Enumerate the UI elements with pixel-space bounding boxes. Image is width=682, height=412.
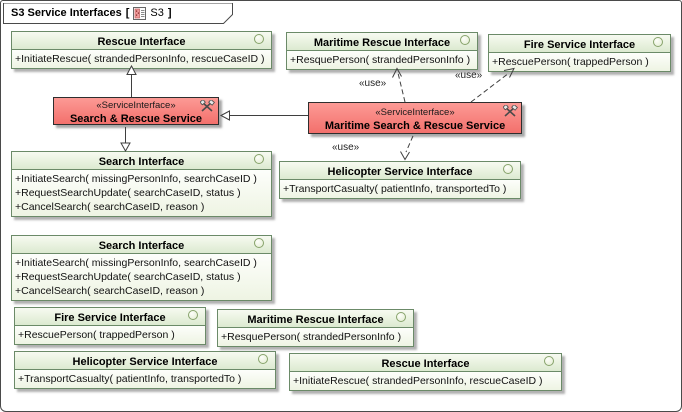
interface-title: Maritime Rescue Interface — [313, 37, 451, 49]
tab-outline — [3, 3, 233, 24]
operation: +TransportCasualty( patientInfo, transpo… — [18, 373, 242, 385]
interface-title: Fire Service Interface — [523, 39, 636, 51]
interface-box-search-1[interactable]: Search Interface +InitiateSearch( missin… — [11, 151, 272, 217]
interface-title: Helicopter Service Interface — [72, 356, 218, 368]
operation: +ResquePerson( strandedPersonInfo ) — [290, 54, 471, 66]
operation: +RequestSearchUpdate( searchCaseID, stat… — [15, 187, 241, 199]
interface-title: Fire Service Interface — [54, 312, 166, 324]
interface-ball-icon — [258, 354, 268, 364]
interface-ball-icon — [396, 312, 406, 322]
interface-ball-icon — [188, 310, 198, 320]
tools-icon — [503, 105, 518, 117]
interface-ball-icon — [653, 37, 663, 47]
tools-icon — [200, 100, 215, 112]
diagram-frame-tab[interactable]: S3 Service Interfaces [ S3 ] — [3, 3, 233, 24]
diagram-title: S3 Service Interfaces — [11, 7, 122, 19]
service-box-search-rescue[interactable]: «ServiceInterface» Search & Rescue Servi… — [53, 97, 219, 125]
operation: +CancelSearch( searchCaseID, reason ) — [15, 201, 205, 213]
interface-title: Maritime Rescue Interface — [247, 314, 384, 326]
operation: +InitiateRescue( strandedPersonInfo, res… — [293, 375, 543, 387]
service-name: Search & Rescue Service — [69, 113, 203, 125]
operation: +CancelSearch( searchCaseID, reason ) — [15, 285, 205, 297]
interface-box-fire-bottom[interactable]: Fire Service Interface +RescuePerson( tr… — [14, 307, 206, 345]
interface-box-rescue-bottom[interactable]: Rescue Interface +InitiateRescue( strand… — [289, 353, 562, 391]
diagram-abbreviation: S3 — [150, 7, 164, 19]
interface-title: Search Interface — [98, 240, 185, 252]
operation: +InitiateSearch( missingPersonInfo, sear… — [15, 257, 257, 269]
interface-box-rescue-top[interactable]: Rescue Interface +InitiateRescue( strand… — [11, 31, 272, 69]
operation: +InitiateSearch( missingPersonInfo, sear… — [15, 173, 257, 185]
interface-box-fire-top[interactable]: Fire Service Interface +RescuePerson( tr… — [488, 34, 671, 72]
interface-box-helicopter-mid[interactable]: Helicopter Service Interface +TransportC… — [279, 161, 521, 199]
use-dependency-label: «use» — [332, 142, 360, 153]
interface-ball-icon — [254, 154, 264, 164]
interface-title: Helicopter Service Interface — [327, 166, 473, 178]
tab-close-bracket: ] — [167, 7, 172, 19]
interface-title: Rescue Interface — [97, 36, 186, 48]
tab-open-bracket: [ — [125, 7, 130, 19]
use-dependency-label: «use» — [359, 78, 387, 89]
interface-title: Search Interface — [98, 156, 185, 168]
interface-box-search-2[interactable]: Search Interface +InitiateSearch( missin… — [11, 235, 272, 301]
interface-ball-icon — [254, 34, 264, 44]
interface-box-maritime-rescue-bottom[interactable]: Maritime Rescue Interface +ResquePerson(… — [217, 309, 414, 347]
interface-ball-icon — [254, 238, 264, 248]
interface-ball-icon — [460, 35, 470, 45]
operation: +ResquePerson( strandedPersonInfo ) — [221, 331, 402, 343]
operation: +RescuePerson( trappedPerson ) — [492, 56, 649, 68]
operation: +InitiateRescue( strandedPersonInfo, res… — [15, 53, 265, 65]
service-box-maritime-search-rescue[interactable]: «ServiceInterface» Maritime Search & Res… — [308, 102, 522, 134]
interface-title: Rescue Interface — [381, 358, 470, 370]
diagram-kind-icon — [133, 6, 147, 20]
use-dependency-label: «use» — [455, 70, 483, 81]
operation: +TransportCasualty( patientInfo, transpo… — [283, 183, 507, 195]
interface-box-helicopter-bottom[interactable]: Helicopter Service Interface +TransportC… — [14, 351, 276, 389]
service-stereotype: «ServiceInterface» — [375, 107, 455, 118]
operation: +RequestSearchUpdate( searchCaseID, stat… — [15, 271, 241, 283]
service-name: Maritime Search & Rescue Service — [324, 120, 506, 132]
operation: +RescuePerson( trappedPerson ) — [18, 329, 175, 341]
service-stereotype: «ServiceInterface» — [96, 100, 176, 111]
interface-ball-icon — [544, 356, 554, 366]
interface-ball-icon — [503, 164, 513, 174]
interface-box-maritime-rescue-top[interactable]: Maritime Rescue Interface +ResquePerson(… — [286, 32, 478, 70]
